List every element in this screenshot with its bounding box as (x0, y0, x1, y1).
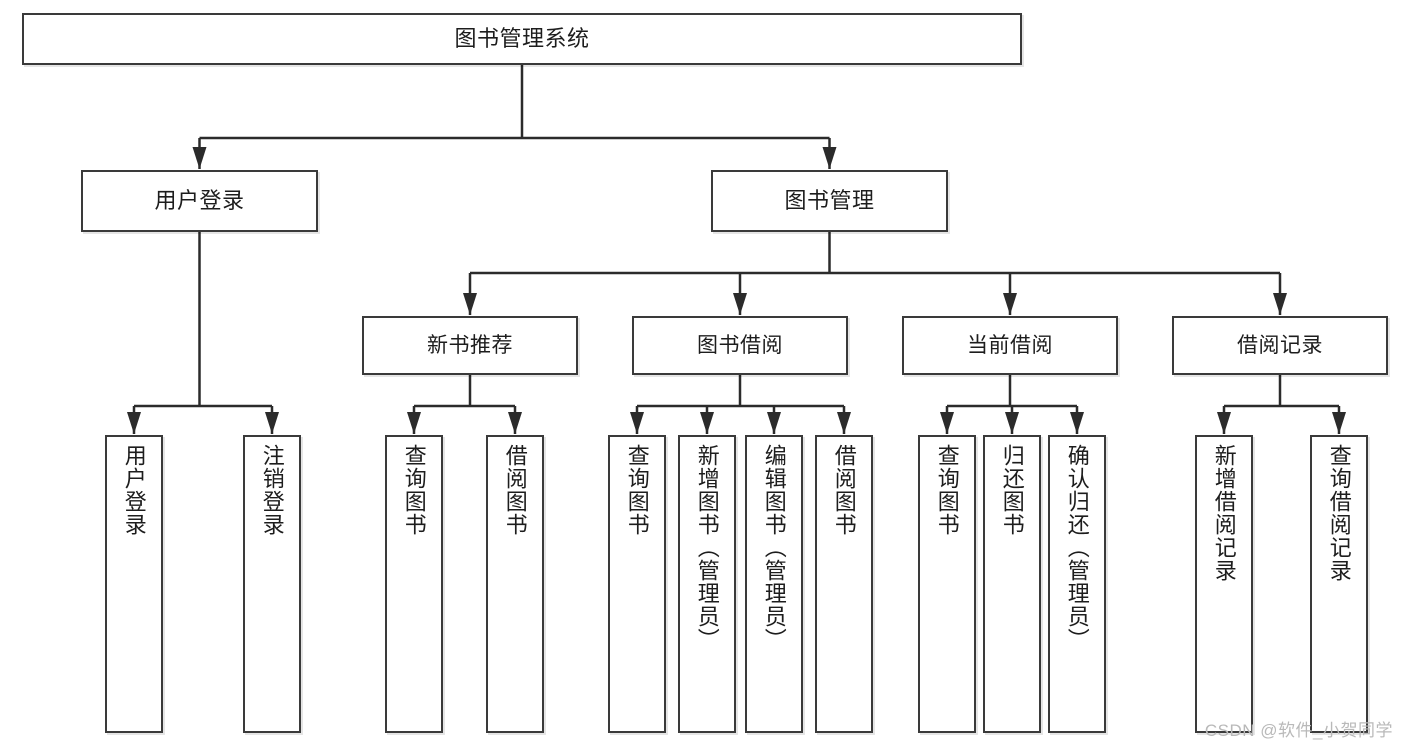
arrowhead (733, 293, 747, 315)
node-l-rec-borrow-book[interactable]: 借阅图书 (486, 435, 544, 733)
arrowhead (265, 412, 279, 434)
node-label: 当前借阅 (967, 333, 1053, 357)
node-l-user-login[interactable]: 用户登录 (105, 435, 163, 733)
arrowhead (1332, 412, 1346, 434)
node-l-cb-confirm-return[interactable]: 确认归还（管理员） (1048, 435, 1106, 733)
node-label: 新增借阅记录 (1211, 444, 1237, 582)
node-label: 用户登录 (121, 444, 147, 536)
arrowhead (1070, 412, 1084, 434)
arrowhead (940, 412, 954, 434)
node-l-bb-edit-book[interactable]: 编辑图书（管理员） (745, 435, 803, 733)
watermark: CSDN @软件_小贺同学 (1204, 721, 1393, 740)
node-label: 注销登录 (259, 444, 285, 536)
node-label: 图书管理系统 (454, 25, 590, 51)
node-l-bb-add-book[interactable]: 新增图书（管理员） (678, 435, 736, 733)
node-l-cb-query-book[interactable]: 查询图书 (918, 435, 976, 733)
arrowhead (1003, 293, 1017, 315)
arrowhead (127, 412, 141, 434)
node-l-bb-borrow-book[interactable]: 借阅图书 (815, 435, 873, 733)
node-label: 确认归还（管理员） (1064, 444, 1090, 651)
node-label: 借阅图书 (502, 444, 528, 536)
node-l-bb-query-book[interactable]: 查询图书 (608, 435, 666, 733)
node-label: 借阅记录 (1237, 333, 1323, 357)
node-n-new-book-rec[interactable]: 新书推荐 (362, 316, 578, 375)
node-label: 新增图书（管理员） (694, 444, 720, 651)
arrowhead (508, 412, 522, 434)
node-label: 查询借阅记录 (1326, 444, 1352, 582)
node-label: 用户登录 (154, 187, 245, 213)
node-n-book-borrow[interactable]: 图书借阅 (632, 316, 848, 375)
node-n-current-borrow[interactable]: 当前借阅 (902, 316, 1118, 375)
arrowhead (630, 412, 644, 434)
node-l-cb-return-book[interactable]: 归还图书 (983, 435, 1041, 733)
node-label: 借阅图书 (831, 444, 857, 536)
node-label: 图书管理 (784, 187, 875, 213)
arrowhead (192, 147, 207, 169)
arrowhead (837, 412, 851, 434)
arrowhead (407, 412, 421, 434)
node-label: 图书借阅 (697, 333, 783, 357)
arrowhead (1217, 412, 1231, 434)
arrowhead (1005, 412, 1019, 434)
node-l-br-query-record[interactable]: 查询借阅记录 (1310, 435, 1368, 733)
node-l-user-logout[interactable]: 注销登录 (243, 435, 301, 733)
node-label: 查询图书 (624, 444, 650, 536)
arrowhead (700, 412, 714, 434)
node-label: 编辑图书（管理员） (761, 444, 787, 651)
node-n-user-login[interactable]: 用户登录 (81, 170, 318, 232)
node-root[interactable]: 图书管理系统 (22, 13, 1022, 65)
node-label: 新书推荐 (427, 333, 513, 357)
arrowhead (463, 293, 477, 315)
arrowhead (822, 147, 837, 169)
node-n-borrow-record[interactable]: 借阅记录 (1172, 316, 1388, 375)
node-label: 查询图书 (934, 444, 960, 536)
node-l-br-add-record[interactable]: 新增借阅记录 (1195, 435, 1253, 733)
node-n-book-mgmt[interactable]: 图书管理 (711, 170, 948, 232)
arrowhead (1273, 293, 1287, 315)
node-l-rec-query-book[interactable]: 查询图书 (385, 435, 443, 733)
arrowhead (767, 412, 781, 434)
node-label: 归还图书 (999, 444, 1025, 536)
node-label: 查询图书 (401, 444, 427, 536)
